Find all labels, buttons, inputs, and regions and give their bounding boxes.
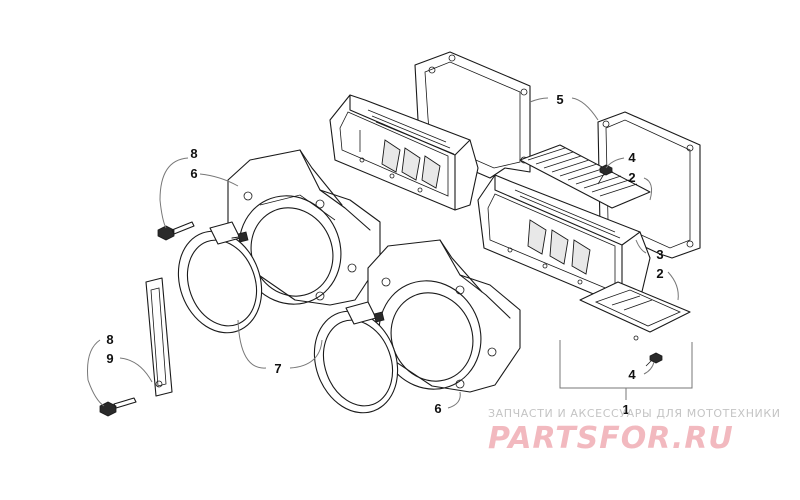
callout-7: 7 — [274, 361, 281, 376]
callout-2-upper: 2 — [628, 170, 635, 185]
reed-petal-lower — [579, 281, 691, 341]
watermark-tagline: ЗАПЧАСТИ И АКСЕССУАРЫ ДЛЯ МОТОТЕХНИКИ — [488, 407, 781, 420]
leader-lines — [87, 97, 693, 409]
reed-petal-upper — [519, 144, 651, 209]
callout-6-upper: 6 — [190, 166, 197, 181]
intake-boot-lower — [367, 239, 521, 393]
callout-3: 3 — [656, 247, 663, 262]
callout-8-lower: 8 — [106, 332, 113, 347]
bracket-plate — [145, 277, 173, 397]
reed-valve-upper — [329, 94, 479, 211]
screw-upper — [597, 164, 613, 185]
callout-9: 9 — [106, 351, 113, 366]
callout-4-upper: 4 — [628, 150, 636, 165]
watermark: ЗАПЧАСТИ И АКСЕССУАРЫ ДЛЯ МОТОТЕХНИКИ PA… — [488, 407, 781, 456]
callout-8-upper: 8 — [190, 146, 197, 161]
callout-4-lower: 4 — [628, 367, 636, 382]
bolt-upper — [157, 221, 195, 241]
watermark-brand: PARTSFOR.RU — [488, 421, 734, 456]
callout-6-lower: 6 — [434, 401, 441, 416]
clamp-lower — [313, 301, 399, 414]
callout-1: 1 — [622, 402, 629, 417]
reed-valve-lower — [477, 174, 651, 307]
clamp-upper — [177, 221, 263, 334]
callout-5: 5 — [556, 92, 563, 107]
callout-labels: 5 4 2 3 2 4 1 8 6 8 9 7 6 — [106, 92, 663, 417]
screw-lower — [645, 352, 663, 367]
callout-2-lower: 2 — [656, 266, 663, 281]
bolt-lower — [99, 397, 137, 417]
